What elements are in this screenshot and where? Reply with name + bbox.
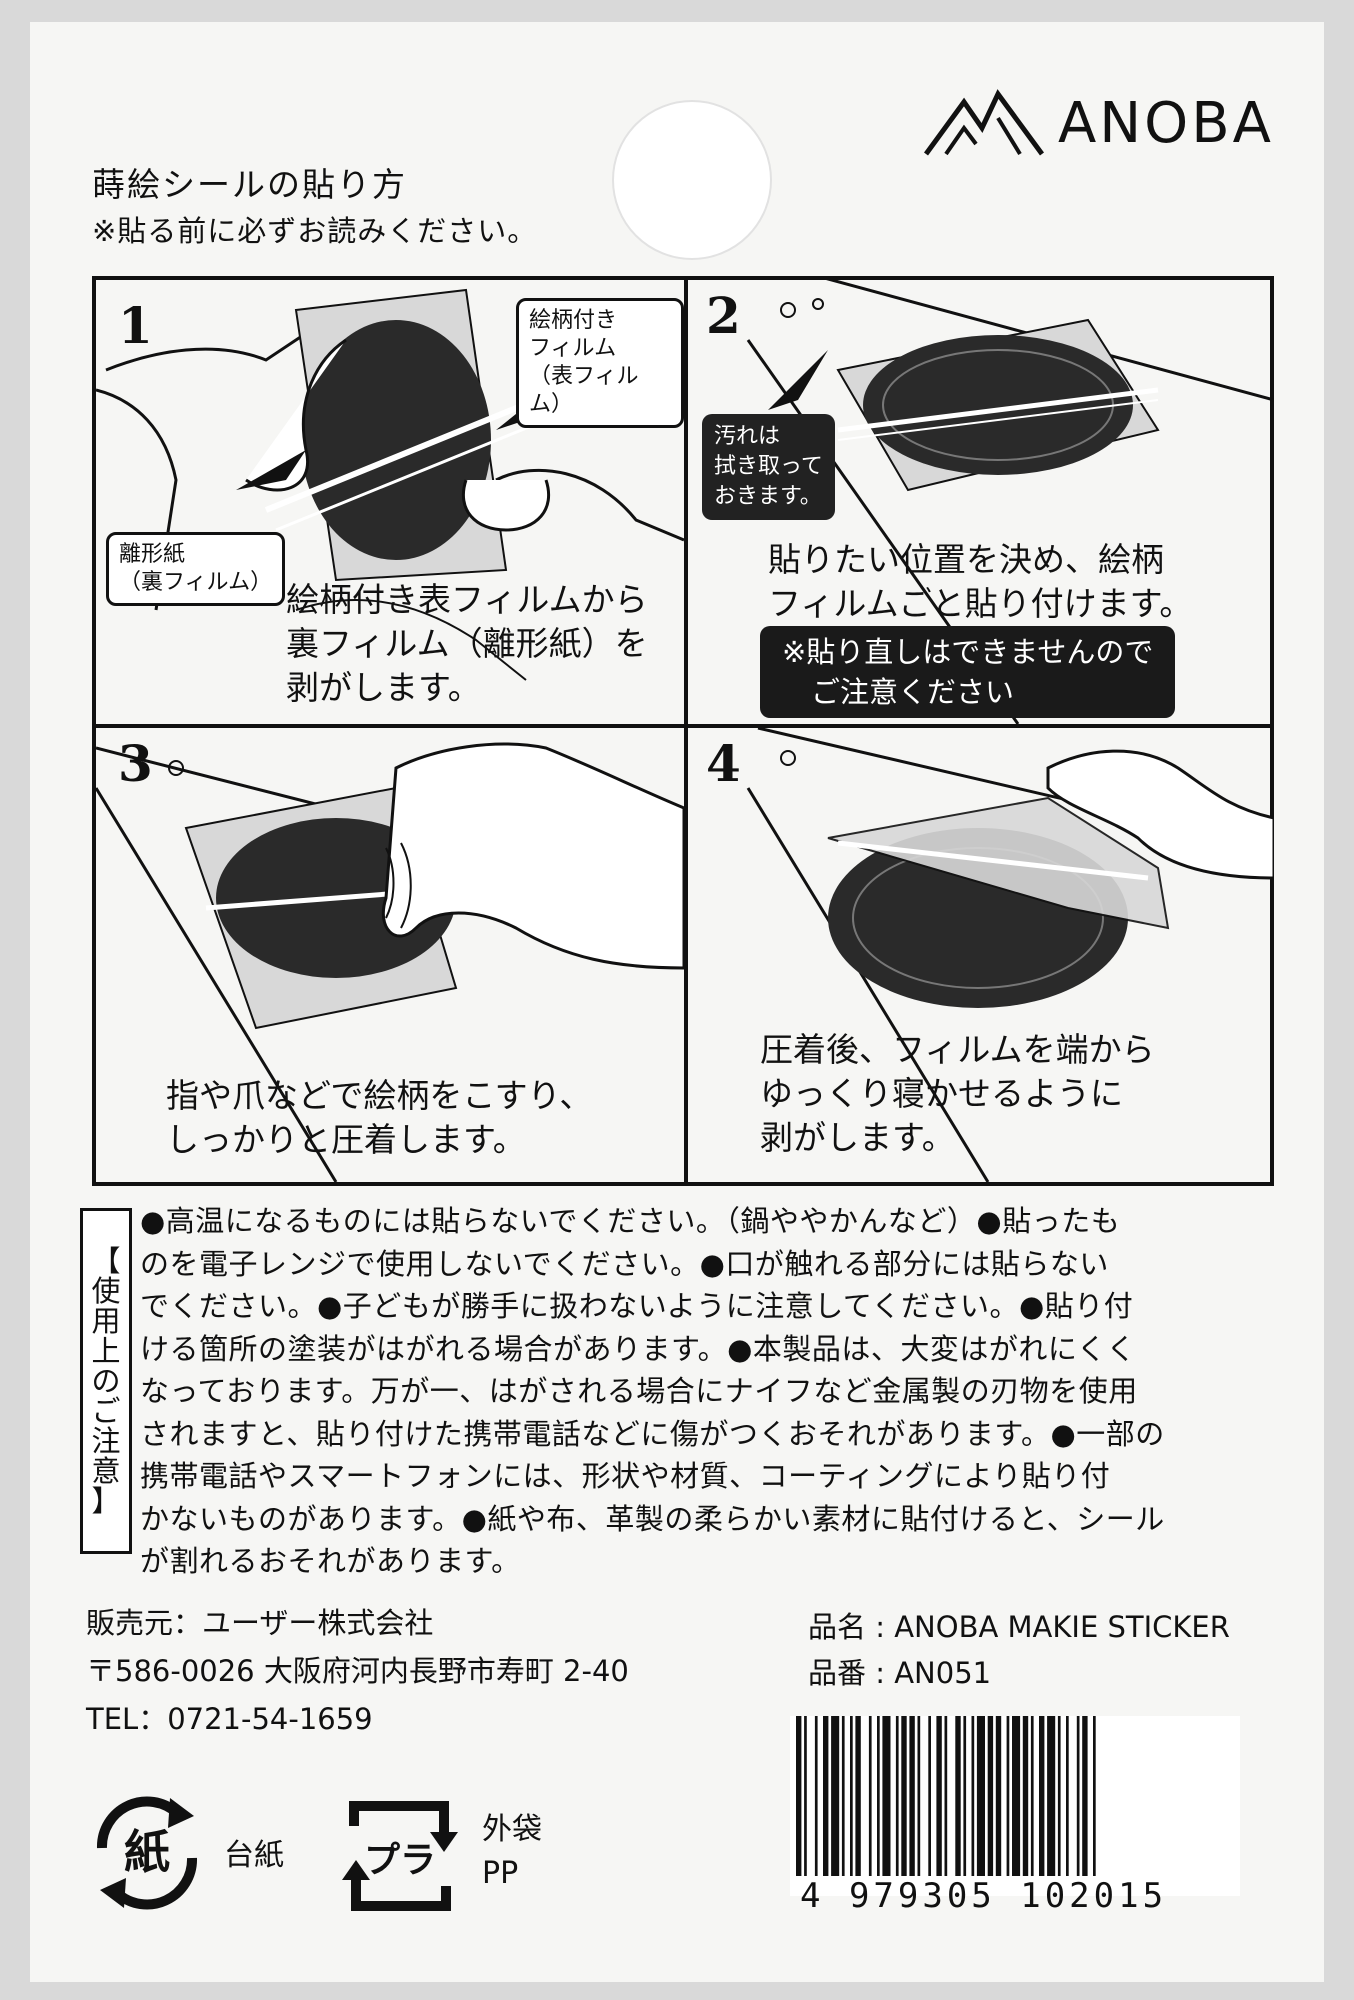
caution-heading-char: 【 [91,1244,121,1278]
barcode-bars [796,1716,1096,1876]
barcode-bar [909,1716,915,1876]
barcode-bar [1022,1716,1029,1876]
grid-divider-vertical [684,280,688,1182]
barcode-bar [1012,1716,1021,1876]
barcode-bar [901,1716,907,1876]
page-subtitle: ※貼る前に必ずお読みください。 [92,214,538,248]
barcode-bar [1082,1716,1088,1876]
barcode-bar [995,1716,1002,1876]
barcode-bar [882,1716,891,1876]
barcode-bar [831,1716,840,1876]
barcode-digits: 4 979305 102015 [800,1876,1168,1916]
barcode-bar [877,1716,880,1876]
barcode-bar [955,1716,961,1876]
barcode-bar [895,1716,899,1876]
page-title: 蒔絵シールの貼り方 [92,165,407,204]
barcode-bar [987,1716,994,1876]
step-1-callout-bottom: 離形紙 （裏フィルム） [106,532,286,606]
barcode-bar [1066,1716,1069,1876]
brand-name: ANOBA [1057,90,1274,156]
barcode-bar [1030,1716,1034,1876]
caution-heading-char: 意 [91,1454,121,1488]
paper-recycle-label: 台紙 [224,1838,284,1873]
barcode-bar [963,1716,967,1876]
paper-symbol-text: 紙 [124,1825,170,1879]
barcode-bar [928,1716,931,1876]
barcode-bar [1006,1716,1010,1876]
barcode-bar [855,1716,861,1876]
step-4-illustration [746,728,1274,1182]
step-1-instruction: 絵柄付き表フィルムから 裏フィルム（離形紙）を 剥がします。 [286,580,648,707]
step-4-number: 4 [706,734,741,793]
plastic-label-material: PP [482,1856,519,1891]
barcode-bar [850,1716,853,1876]
barcode-bar [1039,1716,1045,1876]
caution-heading-char: 用 [91,1304,121,1338]
brand-logo: ANOBA [923,88,1274,158]
step-2-instruction: 貼りたい位置を決め、絵柄 フィルムごと貼り付けます。 [768,540,1193,623]
barcode-bar [1057,1716,1061,1876]
step-3-illustration [96,742,684,1182]
steps-grid: 1 絵柄付き フィルム （表フィルム） 離形紙 （裏フィルム） 絵柄付き表フィル… [92,276,1274,1186]
step-3-panel: 3 指や爪などで絵柄をこすり、 しっかりと圧着します。 [96,728,684,1182]
step-4-panel: 4 圧着後、フィルムを端から ゆっくり寝かせるように 剥がします。 [688,728,1274,1182]
seller-name: 販売元：ユーザー株式会社 [86,1606,434,1640]
product-name: 品名 : ANOBA MAKIE STICKER [808,1610,1230,1644]
product-code: 品番 : AN051 [808,1656,992,1690]
plastic-recycle-icon: プラ [342,1801,458,1911]
seller-phone: TEL：0721-54-1659 [86,1702,373,1736]
barcode-bar [971,1716,975,1876]
barcode-bar [1047,1716,1056,1876]
caution-heading-char: ご [91,1394,121,1428]
barcode-bar [1093,1716,1096,1876]
caution-heading-char: 使 [91,1274,121,1308]
caution-text: ●高温になるものには貼らないでください。（鍋ややかんなど）●貼ったも のを電子レ… [140,1204,1165,1578]
seller-address: 〒586-0026 大阪府河内長野市寿町 2-40 [86,1654,629,1688]
anoba-mountain-icon [923,89,1044,156]
barcode-bar [976,1716,985,1876]
step-2-callout: 汚れは 拭き取って おきます。 [702,414,835,520]
barcode-bar [804,1716,807,1876]
step-2-illustration [746,280,1274,724]
step-1-number: 1 [118,296,153,355]
barcode-bar [814,1716,818,1876]
barcode [790,1716,1240,1896]
hanging-hole [612,100,772,260]
caution-heading-char: 注 [91,1424,121,1458]
barcode-bar [944,1716,948,1876]
grid-divider-horizontal [96,724,1270,728]
step-3-instruction: 指や爪などで絵柄をこすり、 しっかりと圧着します。 [166,1076,593,1159]
step-2-number: 2 [706,286,741,345]
barcode-bar [868,1716,872,1876]
step-2-panel: 2 汚れは 拭き取って おきます。 貼りたい位置を決め、絵柄 フィルムごと貼り付… [688,280,1274,724]
paper-recycle-icon: 紙 [96,1796,198,1910]
caution-heading-char: 上 [91,1334,121,1368]
caution-heading-char: 】 [91,1484,121,1518]
step-3-number: 3 [118,734,153,793]
barcode-bar [841,1716,845,1876]
barcode-bar [823,1716,829,1876]
barcode-bar [796,1716,802,1876]
caution-heading-char: の [91,1364,121,1398]
step-2-warning: ※貼り直しはできませんので ご注意ください [760,626,1176,718]
barcode-bar [936,1716,942,1876]
caution-heading: 【 使 用 上 の ご 注 意 】 [80,1208,132,1554]
plastic-symbol-text: プラ [364,1840,436,1881]
barcode-bar [1076,1716,1080,1876]
barcode-bar [917,1716,921,1876]
step-1-illustration [96,288,684,681]
step-4-instruction: 圧着後、フィルムを端から ゆっくり寝かせるように 剥がします。 [760,1030,1155,1157]
step-1-callout-top: 絵柄付き フィルム （表フィルム） [516,298,684,428]
plastic-label-bag: 外袋 [482,1812,542,1847]
step-1-panel: 1 絵柄付き フィルム （表フィルム） 離形紙 （裏フィルム） 絵柄付き表フィル… [96,280,684,724]
